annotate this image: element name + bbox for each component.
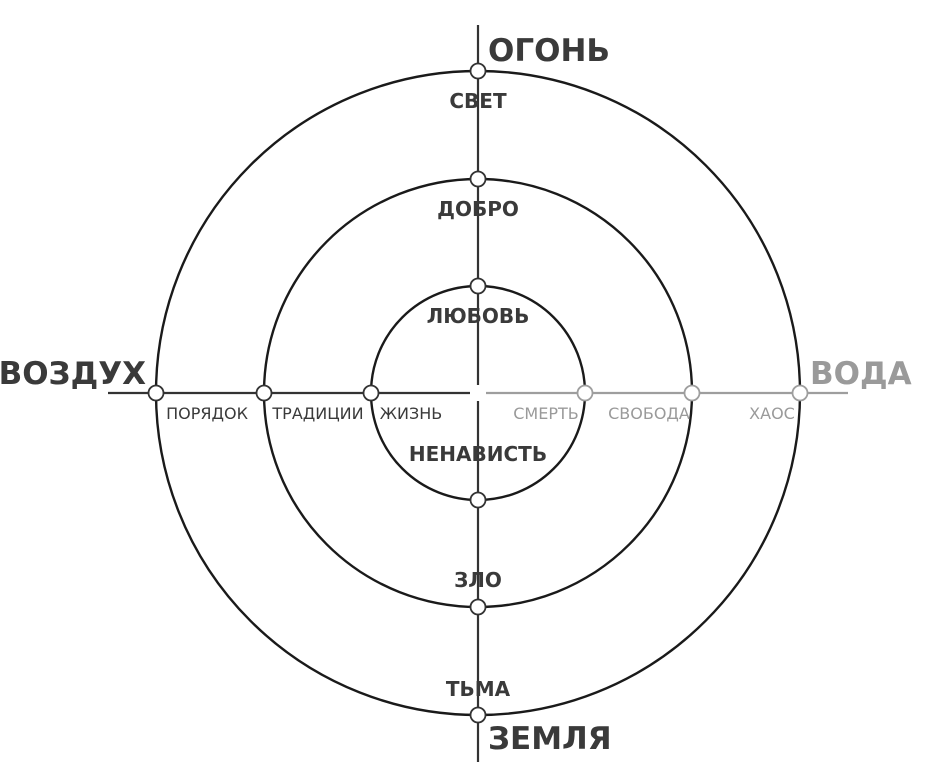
label-middle-top: ДОБРО bbox=[437, 197, 519, 221]
label-inner-bottom: НЕНАВИСТЬ bbox=[409, 442, 547, 466]
element-left-label: ВОЗДУХ bbox=[0, 356, 146, 392]
label-outer-bottom: ТЬМА bbox=[446, 677, 511, 701]
label-inner-left: ЖИЗНЬ bbox=[380, 404, 442, 423]
element-bottom-label: ЗЕМЛЯ bbox=[488, 721, 612, 757]
node-inner-bottom bbox=[469, 491, 487, 509]
label-inner-right: СМЕРТЬ bbox=[513, 404, 578, 423]
label-middle-right: СВОБОДА bbox=[608, 404, 690, 423]
node-inner-top bbox=[469, 277, 487, 295]
label-outer-top: СВЕТ bbox=[449, 89, 507, 113]
node-outer-left bbox=[147, 384, 165, 402]
label-middle-left: ТРАДИЦИИ bbox=[271, 404, 363, 423]
label-middle-bottom: ЗЛО bbox=[454, 568, 502, 592]
node-outer-right bbox=[791, 384, 809, 402]
element-right-label: ВОДА bbox=[810, 356, 912, 392]
node-inner-right bbox=[576, 384, 594, 402]
node-middle-top bbox=[469, 170, 487, 188]
label-outer-left: ПОРЯДОК bbox=[166, 404, 248, 423]
node-middle-right bbox=[683, 384, 701, 402]
node-outer-top bbox=[469, 62, 487, 80]
node-outer-bottom bbox=[469, 706, 487, 724]
label-outer-right: ХАОС bbox=[749, 404, 795, 423]
label-inner-top: ЛЮБОВЬ bbox=[427, 304, 530, 328]
node-inner-left bbox=[362, 384, 380, 402]
element-top-label: ОГОНЬ bbox=[488, 33, 610, 69]
node-middle-bottom bbox=[469, 598, 487, 616]
node-middle-left bbox=[255, 384, 273, 402]
